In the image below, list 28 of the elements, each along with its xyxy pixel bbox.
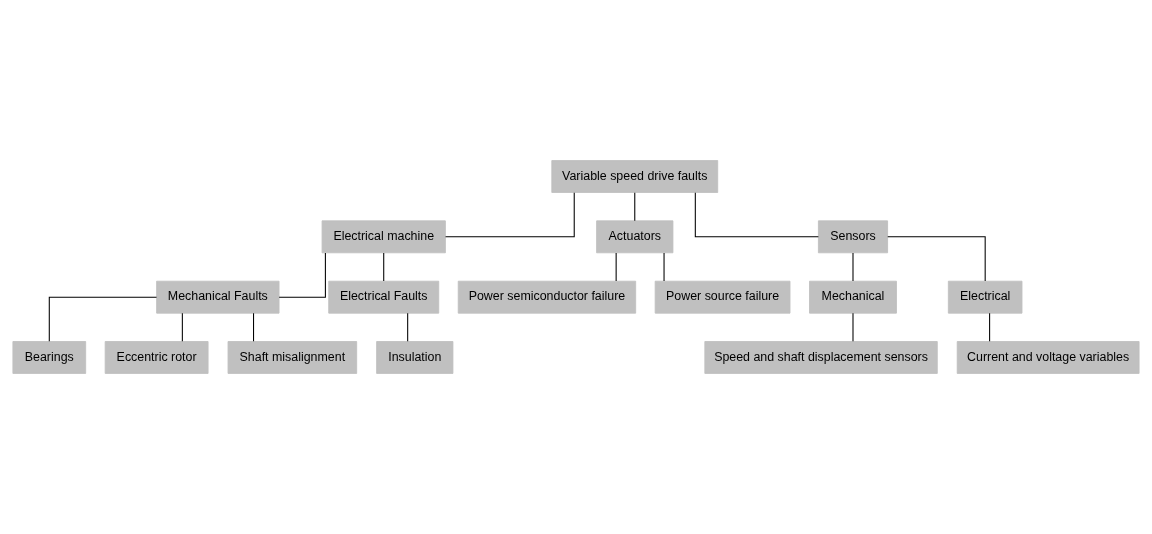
node-box: Shaft misalignment: [227, 341, 358, 374]
node-box: Speed and shaft displacement sensors: [704, 341, 938, 374]
node-box: Variable speed drive faults: [551, 160, 719, 193]
connector: [887, 236, 986, 282]
node-box: Sensors: [817, 220, 889, 254]
node-box: Actuators: [596, 220, 674, 254]
node-box: Bearings: [12, 341, 87, 374]
node-box: Mechanical: [809, 280, 897, 314]
connector: [181, 312, 183, 342]
connector: [445, 192, 575, 238]
connector: [278, 252, 326, 298]
node-box: Electrical: [947, 280, 1023, 314]
connector: [634, 192, 636, 222]
node-box: Mechanical Faults: [156, 280, 280, 314]
node-box: Electrical machine: [321, 220, 446, 254]
connector: [615, 252, 617, 282]
connector: [694, 192, 819, 238]
node-box: Insulation: [376, 341, 454, 374]
connector: [407, 312, 409, 342]
node-box: Electrical Faults: [328, 280, 440, 314]
node-box: Current and voltage variables: [956, 341, 1140, 374]
node-box: Eccentric rotor: [104, 341, 209, 374]
connector: [48, 296, 158, 342]
connector: [989, 312, 991, 342]
node-box: Power source failure: [654, 280, 791, 314]
connector: [253, 312, 255, 342]
node-box: Power semiconductor failure: [457, 280, 637, 314]
connector: [383, 252, 385, 282]
